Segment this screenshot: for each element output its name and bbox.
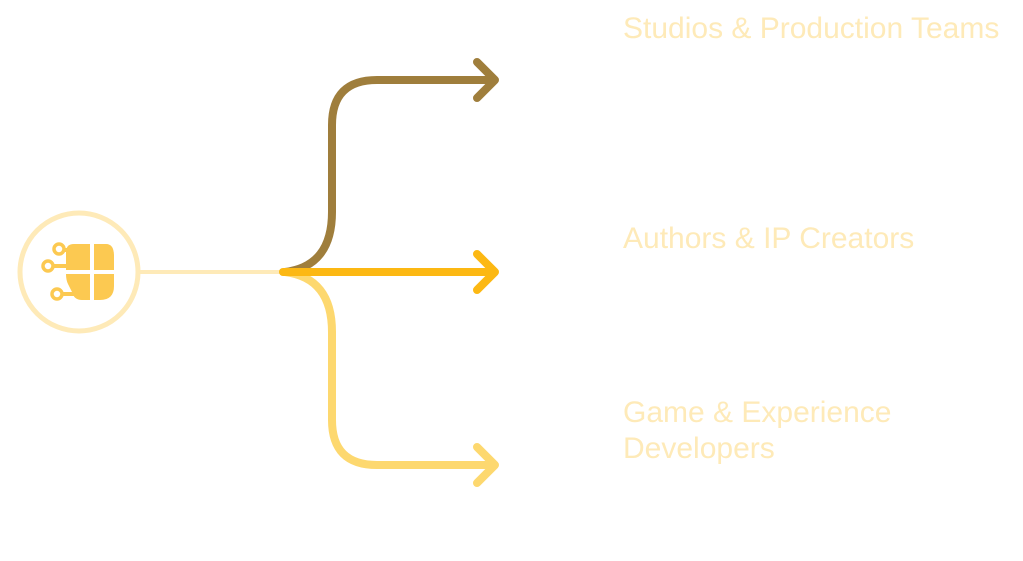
branch-3	[281, 268, 499, 487]
hub-circle	[17, 210, 141, 334]
branch-1	[281, 58, 499, 276]
branch-2	[279, 250, 499, 294]
arrow-right-icon	[473, 250, 499, 294]
ai-brain-icon	[41, 242, 114, 301]
arrow-right-icon	[473, 443, 499, 487]
branch-1-path	[281, 76, 497, 276]
branch-3-label: Game & Experience Developers	[623, 396, 892, 465]
arrow-right-icon	[473, 58, 499, 102]
branch-2-label: Authors & IP Creators	[623, 222, 915, 255]
branch-1-label: Studios & Production Teams	[623, 12, 1000, 45]
branch-3-path	[281, 268, 497, 469]
